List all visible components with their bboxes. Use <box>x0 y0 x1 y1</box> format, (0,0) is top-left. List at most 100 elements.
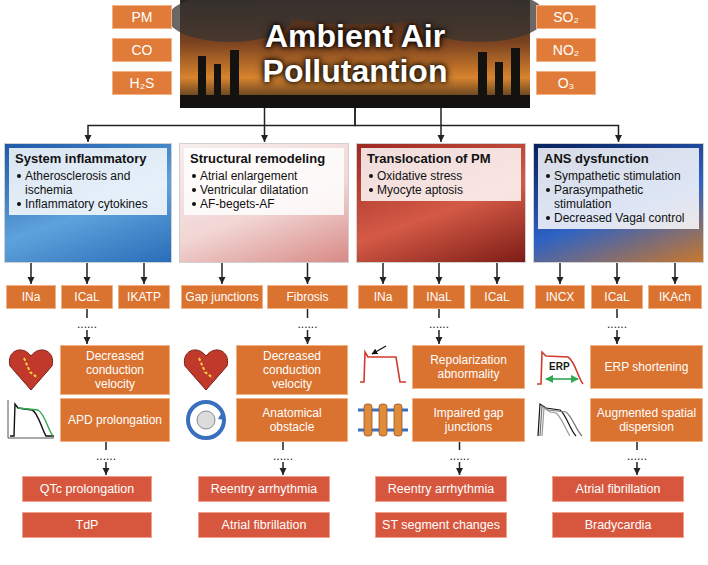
bullet-item: Atrial enlargement <box>190 169 338 183</box>
pollutant-name: O₃ <box>540 75 592 91</box>
connector-arrow <box>438 263 440 284</box>
heart-icon <box>9 350 52 390</box>
outcome-box: Atrial fibrillation <box>552 476 684 502</box>
action-potential-erp <box>537 352 583 384</box>
ap-curve <box>537 352 583 384</box>
outcome-box: QTc prolongation <box>22 476 152 502</box>
chimney <box>478 52 487 96</box>
pollutant-name: CO <box>116 42 168 58</box>
connexon <box>364 404 372 436</box>
pollutant-box: PM <box>112 5 172 29</box>
connector-arrow <box>674 263 676 284</box>
ap-curve <box>538 404 576 436</box>
bullet-item: Sympathetic stimulation <box>544 169 693 183</box>
connector-arrow <box>355 108 619 142</box>
effect-text: Impaired gap junctions <box>418 406 519 434</box>
text-pane: Structural remodelingAtrial enlargementV… <box>184 148 344 215</box>
chimney <box>511 48 520 96</box>
ellipsis-label: ...... <box>427 318 451 330</box>
gap-junction-icon <box>358 404 408 436</box>
factory-ground <box>180 95 530 108</box>
pollutant-box: O₃ <box>536 71 596 95</box>
connector-arrow <box>264 108 266 142</box>
conduction-path <box>24 358 38 378</box>
connector-arrow <box>307 263 309 284</box>
mechanism-panel: System inflammatoryAtherosclerosis and i… <box>4 143 172 263</box>
ellipsis-label: ...... <box>295 318 319 330</box>
outcome-text: Bradycardia <box>557 518 679 533</box>
ion-current-box: INa <box>6 285 56 309</box>
current-name: Fibrosis <box>271 290 344 304</box>
pollutant-name: NO₂ <box>540 42 592 58</box>
outcome-text: Atrial fibrillation <box>203 518 325 533</box>
current-name: ICaL <box>65 290 109 304</box>
ellipsis-label: ...... <box>605 318 629 330</box>
effect-box: Decreased conduction velocity <box>60 345 170 395</box>
effect-text: Repolarization abnormality <box>418 353 519 381</box>
bullet-item: Atherosclerosis and ischemia <box>15 169 161 197</box>
pollutant-box: CO <box>112 38 172 62</box>
outcome-text: TdP <box>27 518 147 533</box>
ion-current-box: INa <box>358 285 408 309</box>
current-name: INaL <box>417 290 461 304</box>
bullet-item: Ventricular dilatation <box>190 183 338 197</box>
outcome-box: Bradycardia <box>552 512 684 538</box>
connector-arrow <box>86 263 88 284</box>
pollutant-box: H₂S <box>112 71 172 95</box>
heart-icon <box>184 350 227 390</box>
reentry-circuit <box>188 402 226 438</box>
banner-title: Ambient Air Pollutantion <box>220 19 490 89</box>
connector-arrow <box>30 263 32 284</box>
heart-shape <box>184 350 227 390</box>
pollutant-name: PM <box>116 9 168 25</box>
outcome-box: TdP <box>22 512 152 538</box>
outcome-text: Reentry arrhythmia <box>203 482 325 497</box>
effect-box: ERP shortening <box>590 345 703 389</box>
dispersion-curves <box>538 404 582 436</box>
text-pane: System inflammatoryAtherosclerosis and i… <box>9 148 167 215</box>
ion-current-box: IKATP <box>118 285 170 309</box>
outcome-box: Atrial fibrillation <box>198 512 330 538</box>
outcome-box: ST segment changes <box>375 512 507 538</box>
outcome-text: ST segment changes <box>380 518 502 533</box>
ion-current-box: Fibrosis <box>267 285 348 309</box>
ion-current-box: ICaL <box>470 285 524 309</box>
effect-text: Decreased conduction velocity <box>66 349 164 391</box>
effect-text: Augmented spatial dispersion <box>596 406 697 434</box>
axis-label: ERP <box>549 361 570 373</box>
text-pane: Translocation of PMOxidative stressMyocy… <box>361 148 521 201</box>
chimney <box>230 50 239 96</box>
ion-current-box: ICaL <box>591 285 643 309</box>
ion-current-box: INaL <box>413 285 465 309</box>
effect-text: ERP shortening <box>596 360 697 374</box>
panel-heading: Translocation of PM <box>367 151 515 167</box>
ap-curve-prolonged <box>18 408 53 436</box>
ap-curve <box>542 408 570 436</box>
effect-text: APD prolongation <box>66 413 164 427</box>
outcome-box: Reentry arrhythmia <box>198 476 330 502</box>
connector-arrow <box>616 263 618 284</box>
effect-text: Anatomical obstacle <box>242 406 342 434</box>
panel-heading: ANS dysfunction <box>544 151 693 167</box>
effect-box: Repolarization abnormality <box>412 345 525 389</box>
pollutant-name: SO₂ <box>540 9 592 25</box>
current-name: ICaL <box>474 290 520 304</box>
current-name: IKAch <box>652 290 698 304</box>
outcome-box: Reentry arrhythmia <box>375 476 507 502</box>
connector-arrow <box>559 263 561 284</box>
connexon <box>394 404 402 436</box>
current-name: INCX <box>539 290 581 304</box>
bullet-item: Parasympathetic stimulation <box>544 183 693 211</box>
current-name: INa <box>10 290 52 304</box>
ellipsis-label: ...... <box>625 450 649 462</box>
outcome-text: QTc prolongation <box>27 482 147 497</box>
axis <box>8 400 54 438</box>
pointer-arrow <box>372 346 386 354</box>
current-name: Gap junctions <box>185 290 259 304</box>
pollutant-box: SO₂ <box>536 5 596 29</box>
current-name: ICaL <box>595 290 639 304</box>
ellipsis-label: ...... <box>75 318 99 330</box>
heart-shape <box>9 350 52 390</box>
connector-arrow <box>382 263 384 284</box>
